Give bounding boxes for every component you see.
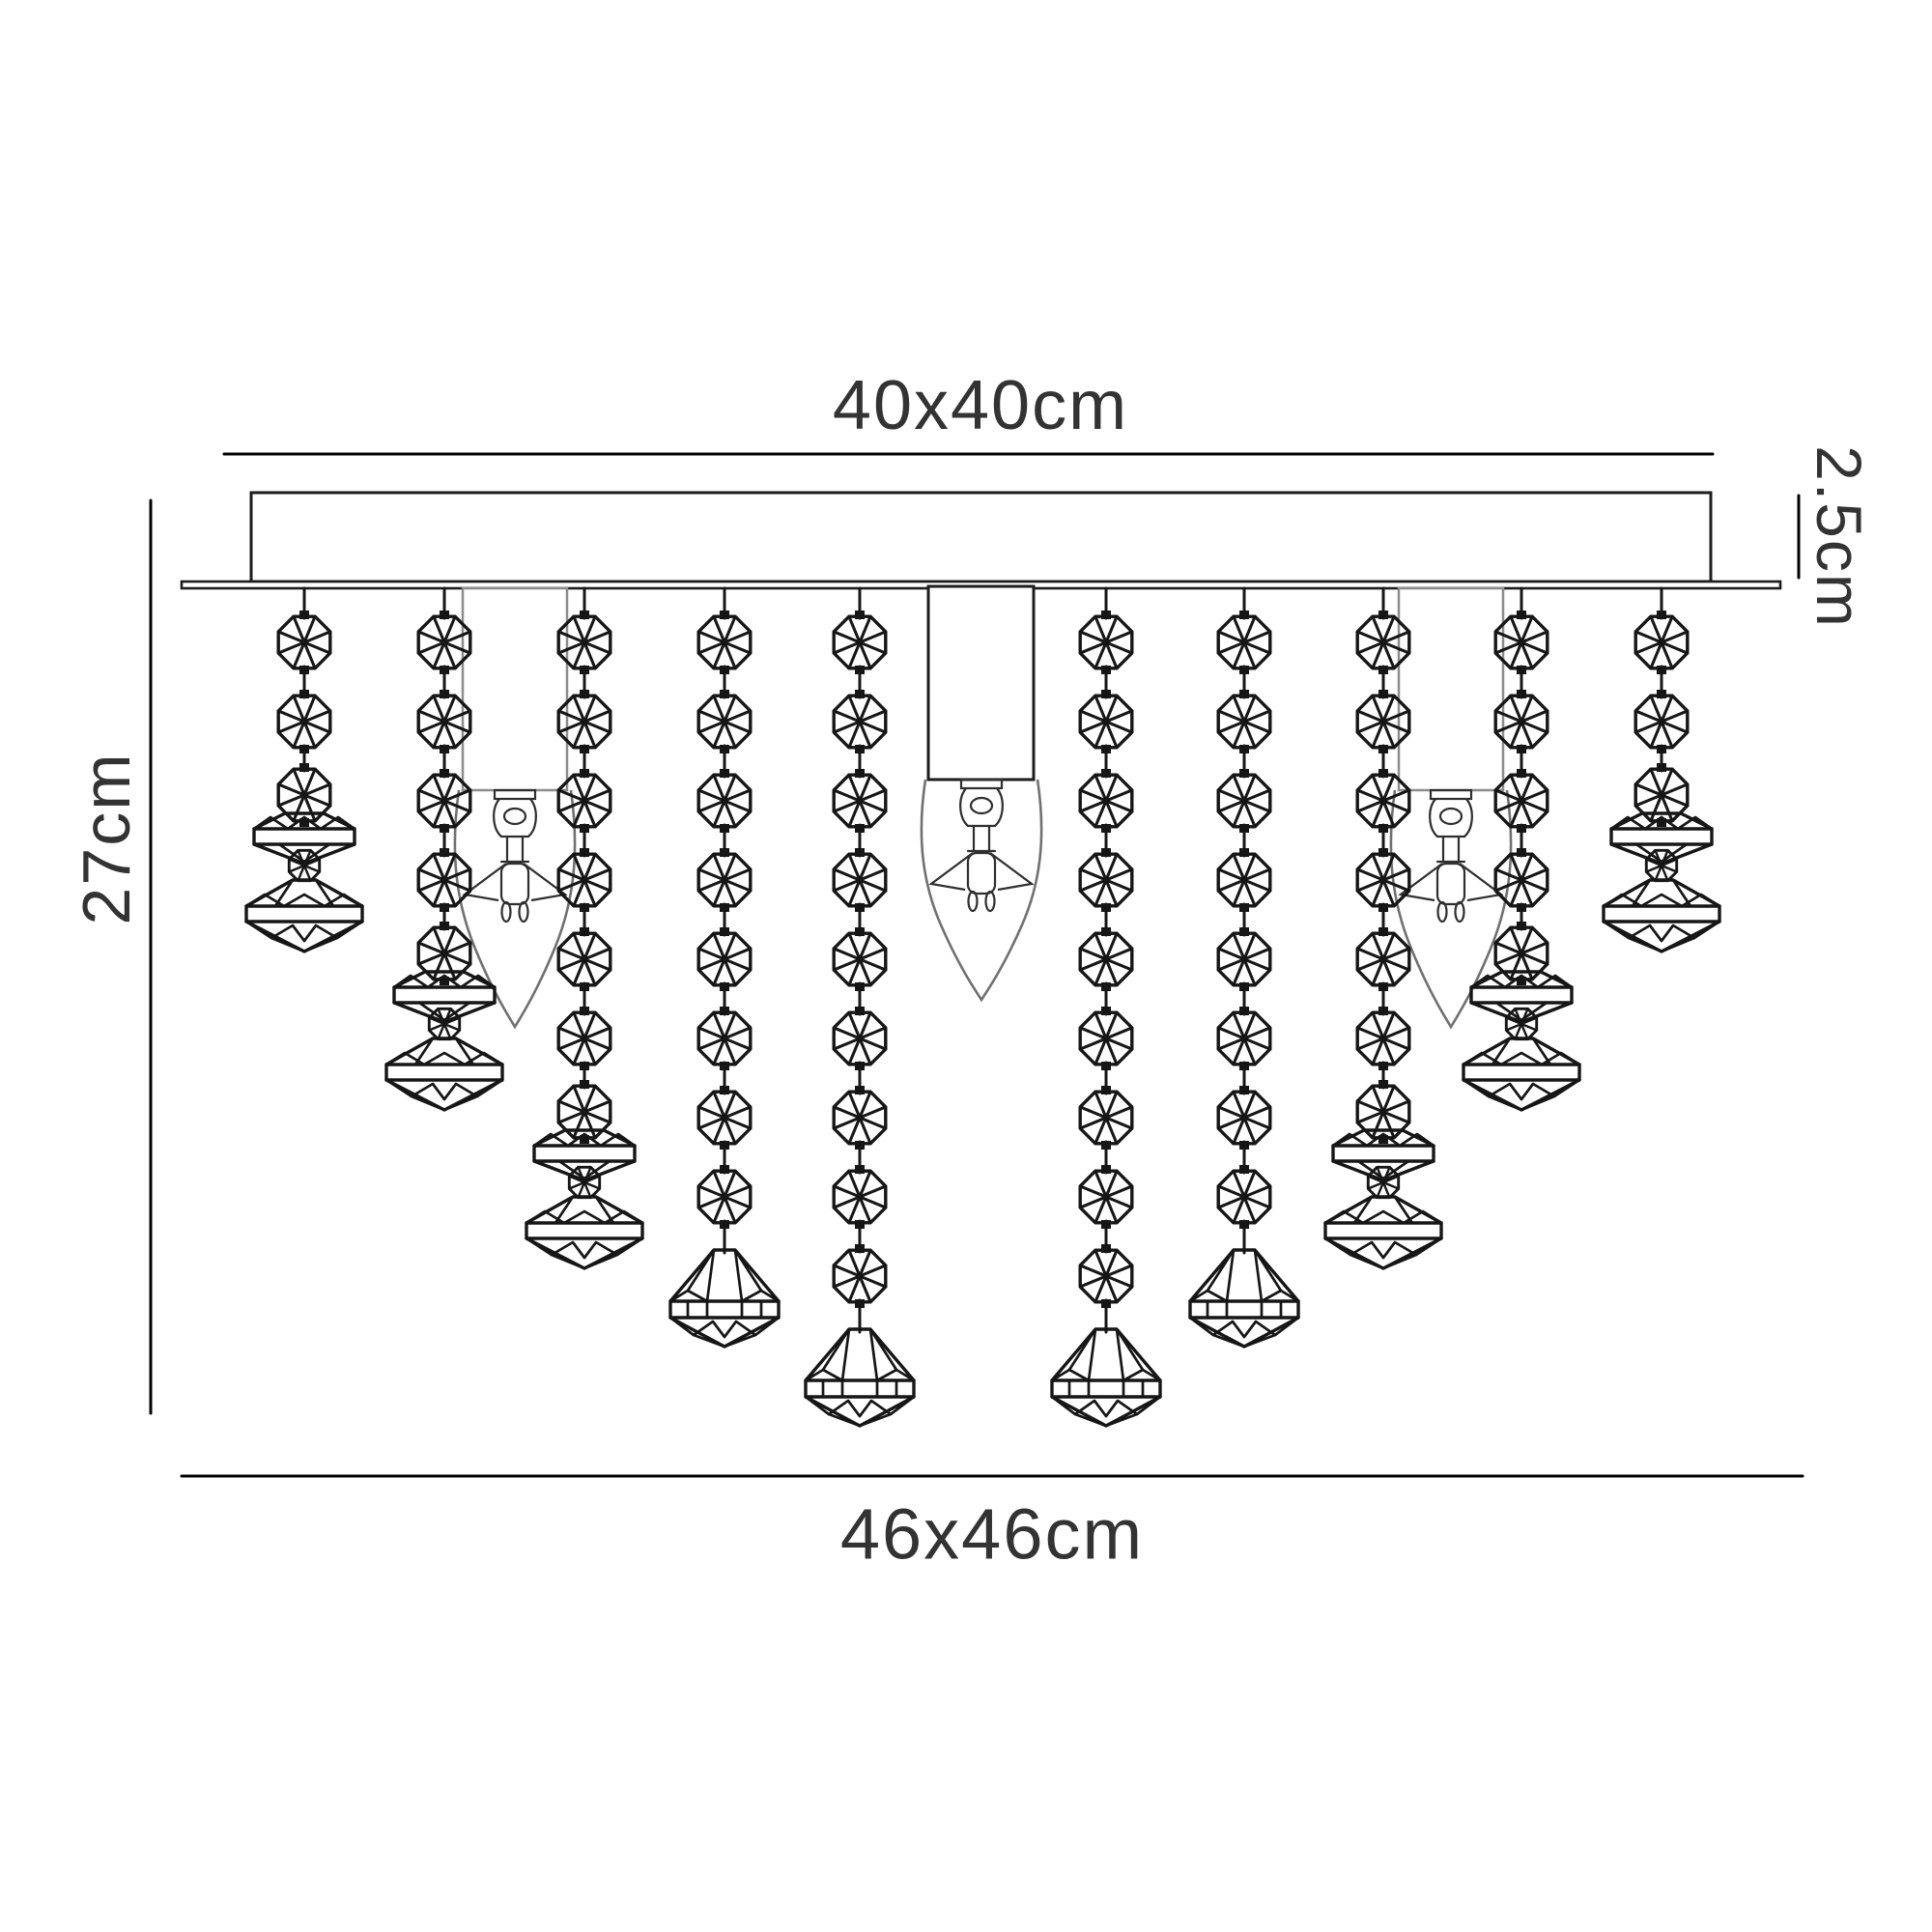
dimension-label-top-width: 40x40cm (832, 367, 1129, 444)
dimension-label-overall-width: 46x46cm (839, 1493, 1145, 1575)
crystal-strand-10 (1602, 586, 1721, 953)
candle-bulb-2 (920, 584, 1043, 1003)
crystal-strand-1 (244, 586, 364, 953)
crystal-strand-9 (1462, 586, 1581, 1112)
crystal-strand-5 (804, 586, 916, 1428)
dimension-label-drop-height: 27cm (69, 752, 144, 925)
crystal-strand-6 (1050, 586, 1162, 1428)
crystal-strand-8 (1323, 586, 1443, 1270)
candle-bulb-1 (453, 586, 577, 1030)
crystal-strand-7 (1188, 586, 1300, 1349)
dimension-lines (149, 452, 1804, 1478)
crystal-strand-2 (384, 586, 504, 1112)
crystal-strand-4 (668, 586, 781, 1349)
crystal-strand-3 (525, 586, 644, 1270)
ceiling-plate (180, 491, 1782, 590)
dimension-label-plate-depth: 2.5cm (1804, 445, 1875, 629)
candle-bulb-3 (1389, 586, 1513, 1030)
